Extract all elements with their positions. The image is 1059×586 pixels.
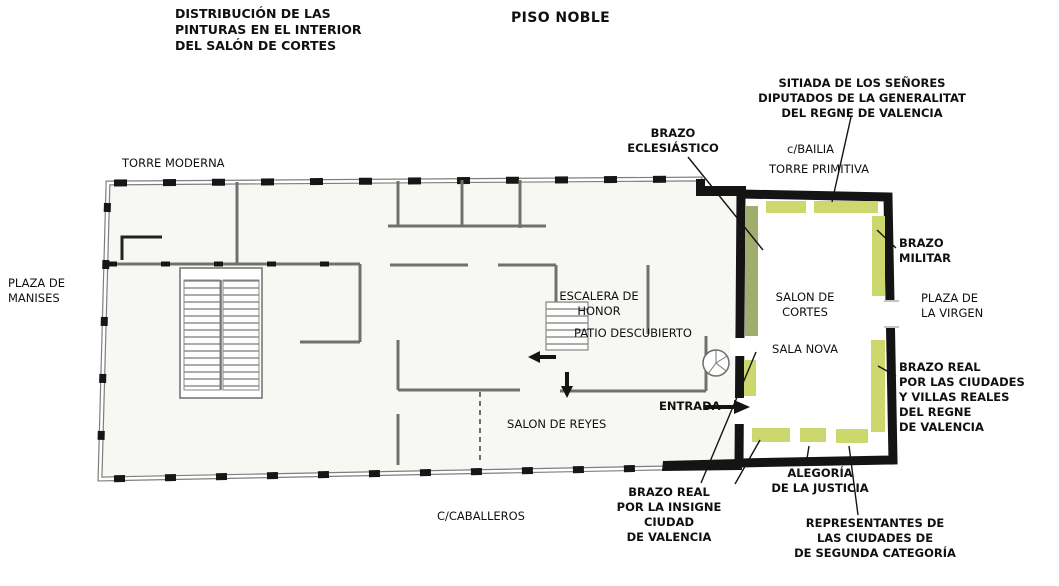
leader-line: [687, 156, 764, 251]
label-salon-de-reyes: SALON DE REYES: [507, 417, 607, 431]
window-gap: [884, 300, 900, 328]
salon-hall-walls: [730, 189, 900, 468]
paint-band-insigne: [744, 360, 756, 396]
leader-line: [877, 365, 897, 377]
label-alegoria-justicia: ALEGORÍA DE LA JUSTICIA: [771, 466, 869, 495]
honor-staircase: [545, 301, 589, 351]
leader-line: [831, 116, 852, 203]
paint-band-bottom-left: [752, 428, 790, 442]
leader-line: [848, 445, 859, 516]
leader-lines: [687, 116, 897, 516]
label-entrada: ENTRADA: [659, 399, 721, 413]
label-brazo-eclesiastico: BRAZO ECLESIÁSTICO: [627, 126, 719, 155]
paint-band-bottom-right: [836, 429, 868, 443]
label-patio-descubierto: PATIO DESCUBIERTO: [574, 326, 692, 340]
label-salon-de-cortes: SALON DE CORTES: [775, 290, 835, 319]
paint-band-top-left: [766, 201, 806, 213]
label-c-caballeros: C/CABALLEROS: [437, 509, 525, 523]
wall-bracket: [120, 235, 162, 260]
interior-walls: [108, 180, 708, 465]
label-brazo-real-ciudades: BRAZO REAL POR LAS CIUDADES Y VILLAS REA…: [899, 360, 1025, 434]
label-torre-primitiva: TORRE PRIMITIVA: [769, 162, 870, 176]
label-escalera-de-honor: ESCALERA DE HONOR: [559, 289, 639, 318]
leader-line: [876, 229, 897, 249]
label-sitiada-diputados: SITIADA DE LOS SEÑORES DIPUTADOS DE LA G…: [758, 76, 966, 120]
paint-band-eclesiastico: [745, 206, 758, 336]
grand-staircase: [179, 267, 263, 399]
label-sala-nova: SALA NOVA: [772, 342, 839, 356]
label-torre-moderna: TORRE MODERNA: [122, 156, 225, 170]
circulation-arrows: [528, 351, 750, 414]
leader-line: [700, 351, 757, 484]
legend-title: DISTRIBUCIÓN DE LAS PINTURAS EN EL INTER…: [175, 6, 362, 53]
junction-walls: [662, 179, 746, 471]
label-plaza-de-la-virgen: PLAZA DE LA VIRGEN: [921, 291, 984, 320]
paint-band-militar: [872, 216, 885, 296]
label-c-bailia: c/BAILIA: [787, 142, 835, 156]
label-representantes: REPRESENTANTES DE LAS CIUDADES DE DE SEG…: [794, 516, 956, 560]
label-brazo-real-insigne: BRAZO REAL POR LA INSIGNE CIUDAD DE VALE…: [616, 485, 722, 544]
leader-line: [734, 439, 761, 485]
leader-line: [805, 445, 810, 466]
page-title: PISO NOBLE: [511, 10, 611, 26]
paint-band-alegoria: [800, 428, 826, 442]
side-door-gap: [730, 338, 746, 356]
label-plaza-de-manises: PLAZA DE MANISES: [8, 276, 65, 305]
spiral-staircase: [702, 349, 730, 377]
label-brazo-militar: BRAZO MILITAR: [899, 236, 952, 265]
painting-bands: [744, 201, 885, 443]
paint-band-top-right: [814, 201, 878, 213]
paint-band-brazo-real-ciudades: [871, 340, 885, 432]
